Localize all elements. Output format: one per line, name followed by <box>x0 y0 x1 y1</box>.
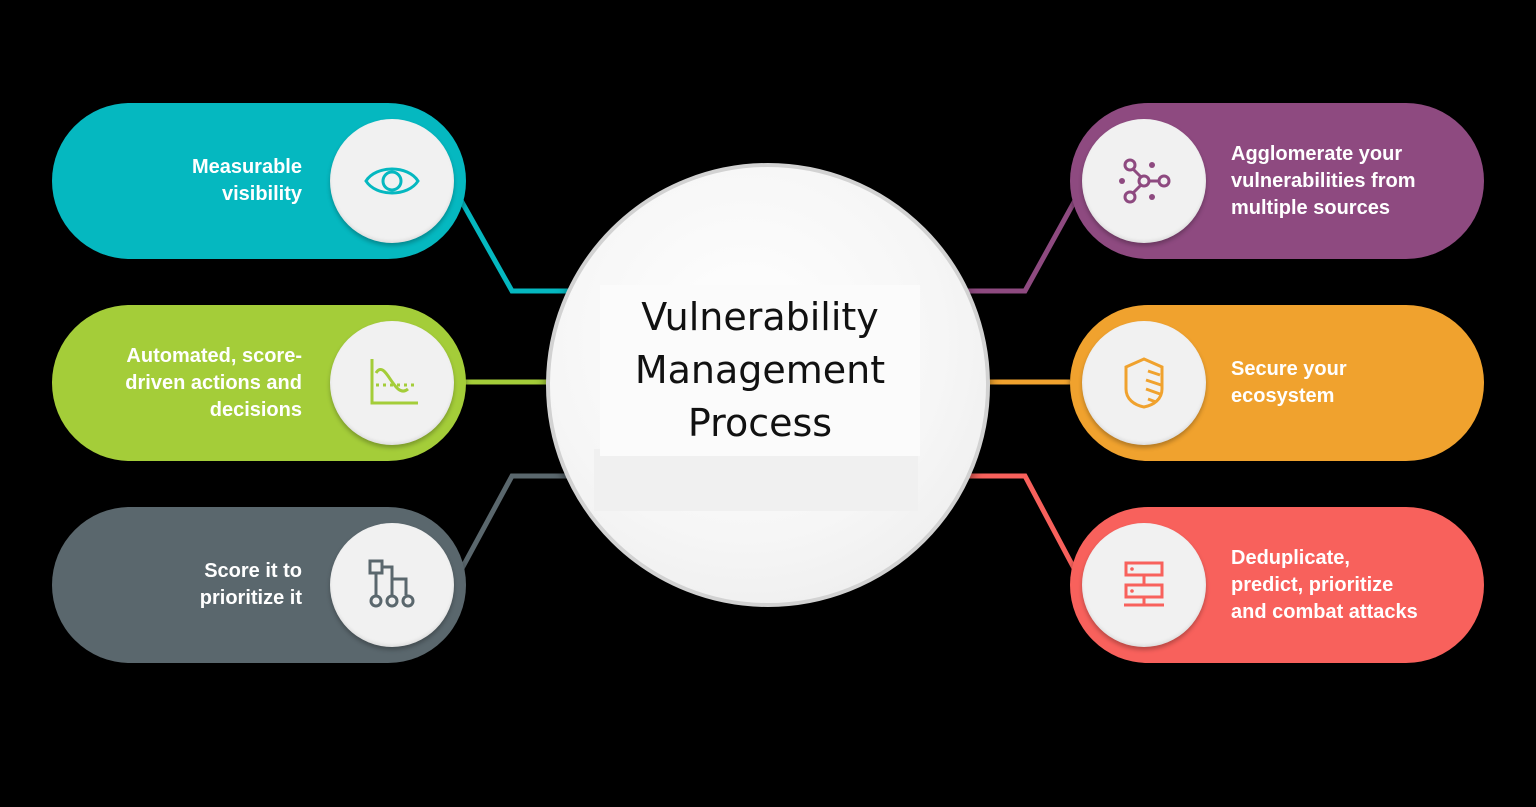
item-label: Score it to prioritize it <box>199 560 302 609</box>
connector-agglomerate <box>960 193 1081 294</box>
title-line-3: Process <box>687 401 833 445</box>
connector-score-prioritize <box>457 473 580 574</box>
item-secure-ecosystem: Secure your ecosystem <box>1070 305 1484 461</box>
item-label: Measurable visibility <box>191 156 302 205</box>
center-hub: Vulnerability Management Process <box>546 163 990 607</box>
item-deduplicate: Deduplicate, predict, prioritize and com… <box>1070 507 1484 663</box>
icon-badge <box>1082 523 1206 647</box>
shield-icon <box>1124 357 1164 409</box>
icon-badge <box>1082 119 1206 243</box>
eye-icon <box>364 167 420 195</box>
item-agglomerate: Agglomerate your vulnerabilities from mu… <box>1070 103 1484 259</box>
item-label: Deduplicate, predict, prioritize and com… <box>1231 547 1418 623</box>
item-label: Secure your ecosystem <box>1231 358 1347 407</box>
icon-badge <box>330 119 454 243</box>
server-stack-icon <box>1124 561 1164 607</box>
title-line-1: Vulnerability <box>641 295 879 339</box>
chart-curve-icon <box>370 359 418 405</box>
network-nodes-icon <box>1119 158 1171 204</box>
icon-badge <box>330 321 454 445</box>
icon-badge <box>1082 321 1206 445</box>
title-backdrop <box>594 449 918 511</box>
icon-badge <box>330 523 454 647</box>
connector-measurable-visibility <box>455 193 580 294</box>
title-box: Vulnerability Management Process <box>600 285 920 456</box>
hierarchy-flow-icon <box>368 559 415 608</box>
item-measurable-visibility: Measurable visibility <box>52 103 466 259</box>
item-automated-actions: Automated, score- driven actions and dec… <box>52 305 466 461</box>
item-score-prioritize: Score it to prioritize it <box>52 507 466 663</box>
title-line-2: Management <box>634 348 886 392</box>
connector-deduplicate <box>960 473 1079 574</box>
item-label: Agglomerate your vulnerabilities from mu… <box>1231 143 1416 219</box>
item-label: Automated, score- driven actions and dec… <box>125 345 302 421</box>
